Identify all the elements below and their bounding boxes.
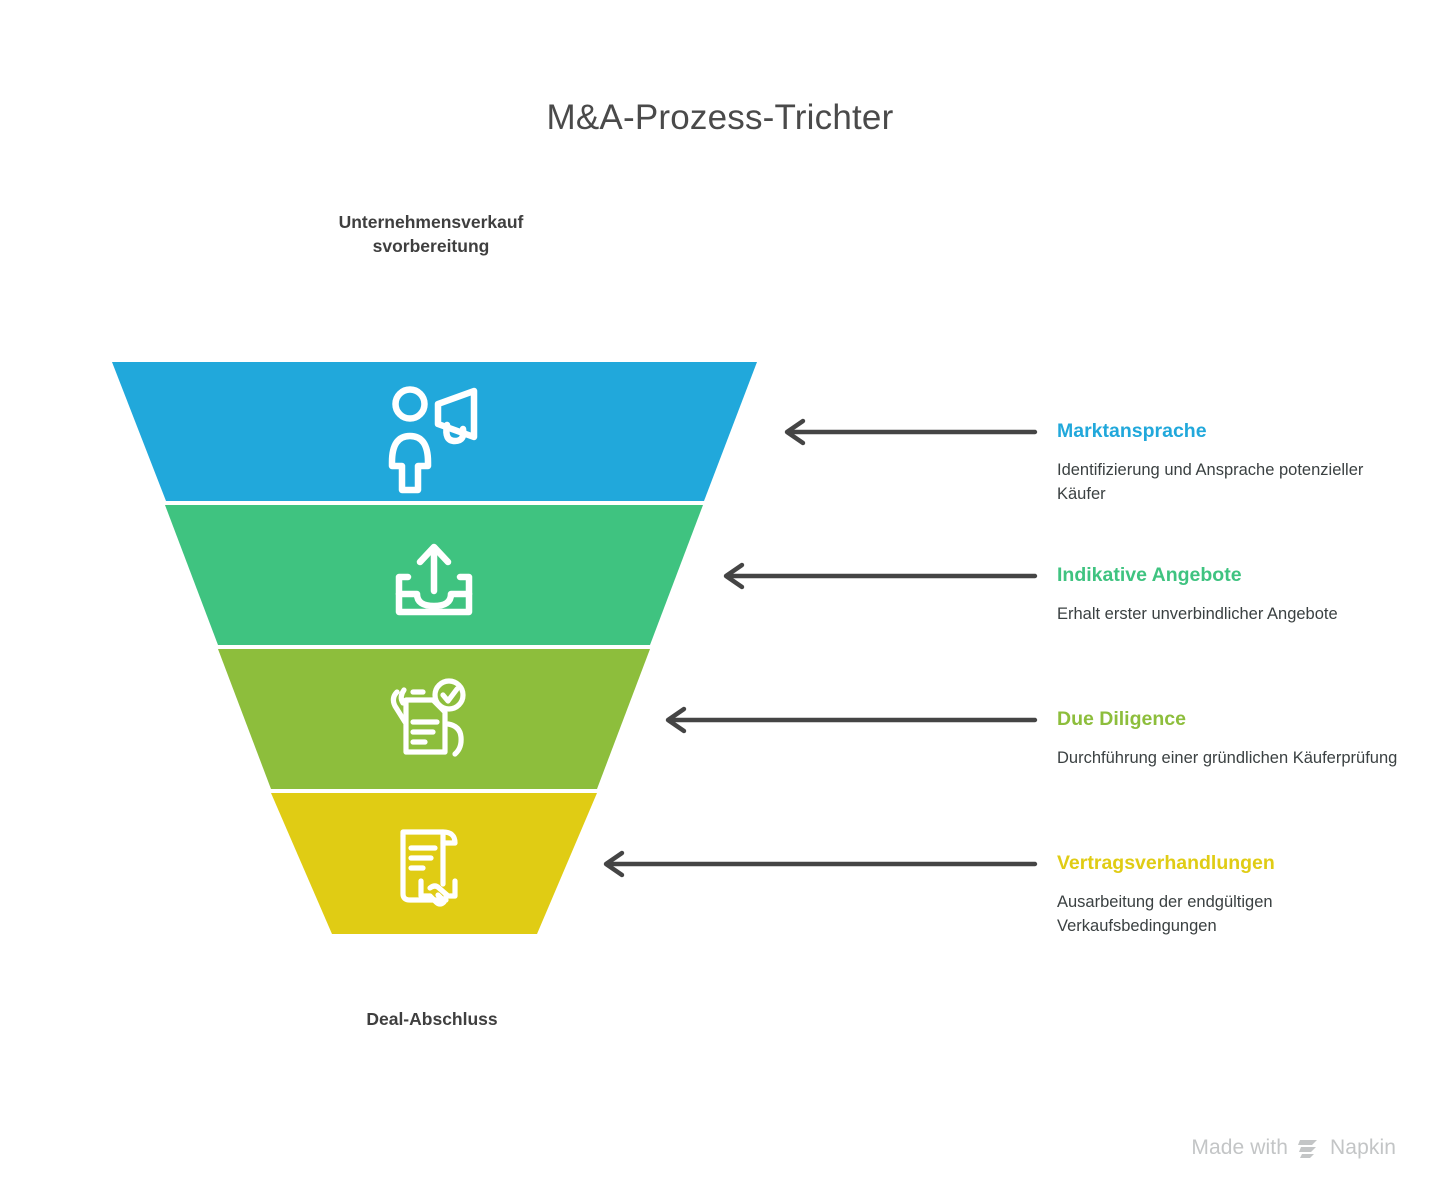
step-block-1: Marktansprache Identifizierung und Anspr… [1057,420,1407,506]
funnel-top-caption: Unternehmensverkaufsvorbereitung [338,212,524,256]
connector-arrow-1 [784,418,1038,446]
funnel-segment-vertragsverhandlungen[interactable] [271,793,597,934]
connector-arrow-3 [665,706,1038,734]
step-description-4: Ausarbeitung der endgültigen Verkaufsbed… [1057,893,1273,935]
step-description-1: Identifizierung und Ansprache potenziell… [1057,461,1364,503]
funnel-bottom-caption: Deal-Abschluss [366,1009,498,1029]
napkin-watermark: Made with Napkin [1191,1136,1396,1160]
step-title-2: Indikative Angebote [1057,564,1242,586]
watermark-brand-label: Napkin [1330,1136,1396,1159]
step-block-4: Vertragsverhandlungen Ausarbeitung der e… [1057,852,1407,938]
step-title-4: Vertragsverhandlungen [1057,852,1275,874]
step-title-3: Due Diligence [1057,708,1186,730]
funnel-segment-due-diligence[interactable] [218,649,650,789]
step-description-3: Durchführung einer gründlichen Käuferprü… [1057,749,1398,768]
step-block-3: Due Diligence Durchführung einer gründli… [1057,708,1407,771]
watermark-prefix-label: Made with [1191,1136,1289,1159]
funnel-segment-marktansprache[interactable] [112,362,757,501]
connector-arrow-2 [723,562,1038,590]
step-title-1: Marktansprache [1057,420,1207,442]
napkin-logo-icon [1298,1140,1318,1158]
step-description-2: Erhalt erster unverbindlicher Angebote [1057,605,1338,624]
funnel-segment-indikative-angebote[interactable] [165,505,703,645]
connector-arrow-4 [603,850,1038,878]
step-block-2: Indikative Angebote Erhalt erster unverb… [1057,564,1407,627]
page-title: M&A-Prozess-Trichter [546,98,894,137]
